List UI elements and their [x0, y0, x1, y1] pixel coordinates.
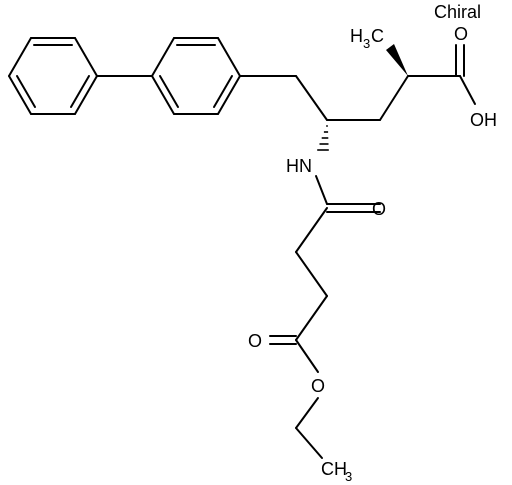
- succinyl-bond: [295, 251, 328, 297]
- amide-n-bond: [315, 175, 328, 205]
- acid-hydroxyl: OH: [470, 110, 497, 130]
- ethyl-subscript: 3: [345, 469, 352, 484]
- amide-nh: HN: [286, 156, 312, 176]
- ester-carbonyl-oxygen: O: [248, 331, 262, 351]
- chain-bond: [379, 75, 409, 121]
- ester-ether-bond: [295, 339, 319, 373]
- bond: [151, 75, 175, 115]
- ethyl-bond: [295, 397, 319, 429]
- ethyl-bond: [295, 427, 323, 459]
- methyl-c: C: [371, 26, 384, 46]
- stereo-hash: [317, 125, 329, 151]
- acid-carbonyl-oxygen: O: [454, 24, 468, 44]
- methyl-subscript: 3: [363, 36, 370, 51]
- inner-bond: [16, 75, 36, 108]
- terminal-phenyl-ring: [8, 37, 98, 115]
- inner-bond: [213, 75, 233, 108]
- chain-bond: [295, 75, 328, 121]
- acid-hydroxyl-bond: [459, 75, 476, 105]
- methyl-label: H 3 C: [350, 26, 384, 51]
- succinyl-bond: [295, 207, 328, 253]
- methyl-h: H: [350, 26, 363, 46]
- bond: [8, 37, 32, 77]
- ester-ether-oxygen: O: [311, 376, 325, 396]
- amide-oxygen: O: [372, 199, 386, 219]
- succinyl-bond: [295, 295, 328, 341]
- bond: [74, 75, 98, 115]
- ethyl-ch: CH: [321, 459, 347, 479]
- bond: [217, 37, 241, 77]
- inner-bond: [70, 75, 90, 108]
- bond: [74, 37, 98, 77]
- phenylene-ring: [151, 37, 241, 115]
- stereo-wedge: [386, 44, 408, 76]
- chiral-flag: Chiral: [434, 2, 481, 22]
- inner-bond: [159, 75, 179, 108]
- ethyl-methyl-label: CH 3: [321, 459, 352, 484]
- bond: [217, 75, 241, 115]
- bond: [8, 75, 32, 115]
- bond: [151, 37, 175, 77]
